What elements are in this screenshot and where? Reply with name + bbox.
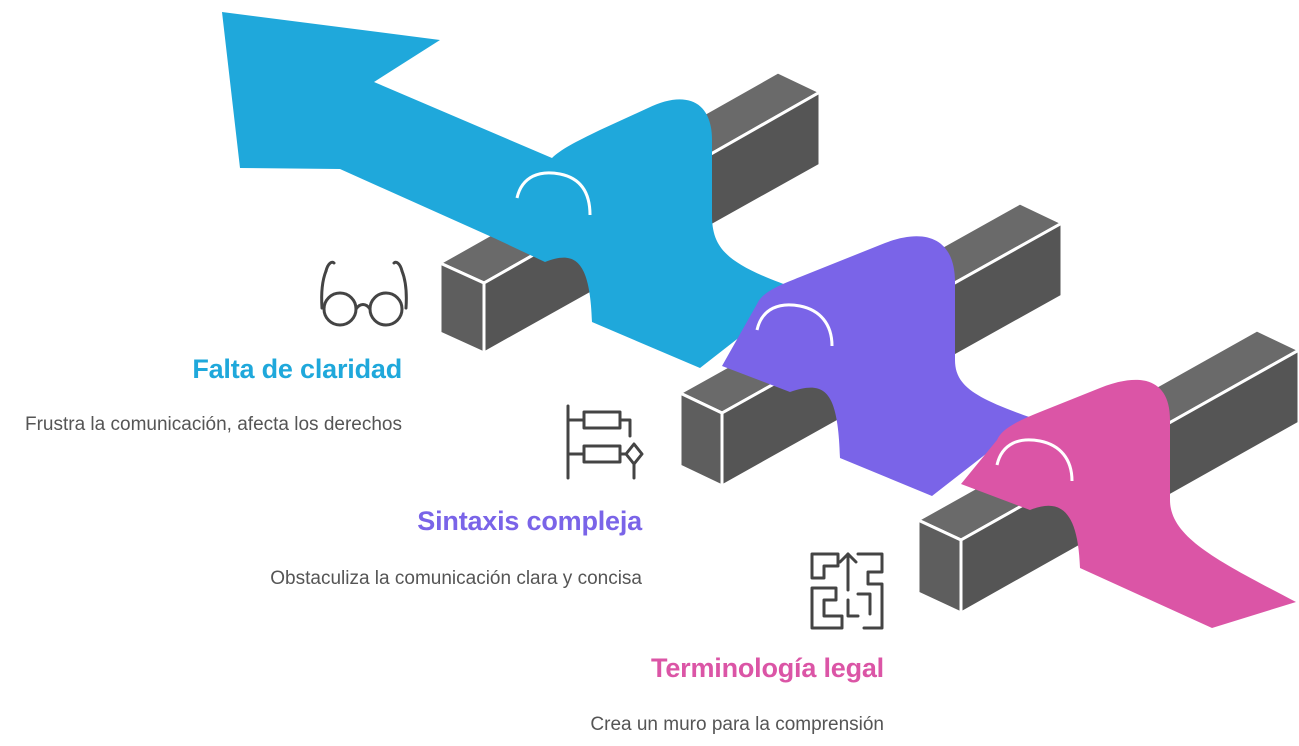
ribbon-loop-2 xyxy=(755,303,834,347)
step-1-description: Frustra la comunicación, afecta los dere… xyxy=(24,414,402,435)
ribbon-stage-1-arrow xyxy=(222,12,800,368)
ribbon-stage-2 xyxy=(722,236,1032,497)
ribbon-loop-3 xyxy=(995,438,1074,482)
step-2-title: Sintaxis compleja xyxy=(417,506,642,536)
ribbon-loop-1 xyxy=(515,171,592,216)
maze-icon xyxy=(810,552,884,630)
step-1-title: Falta de claridad xyxy=(192,354,402,384)
step-2-description: Obstaculiza la comunicación clara y conc… xyxy=(270,568,642,589)
step-3-title: Terminología legal xyxy=(651,653,884,683)
glasses-icon xyxy=(320,260,408,327)
flowchart-icon xyxy=(566,404,644,480)
step-3-description: Crea un muro para la comprensión xyxy=(590,714,884,735)
